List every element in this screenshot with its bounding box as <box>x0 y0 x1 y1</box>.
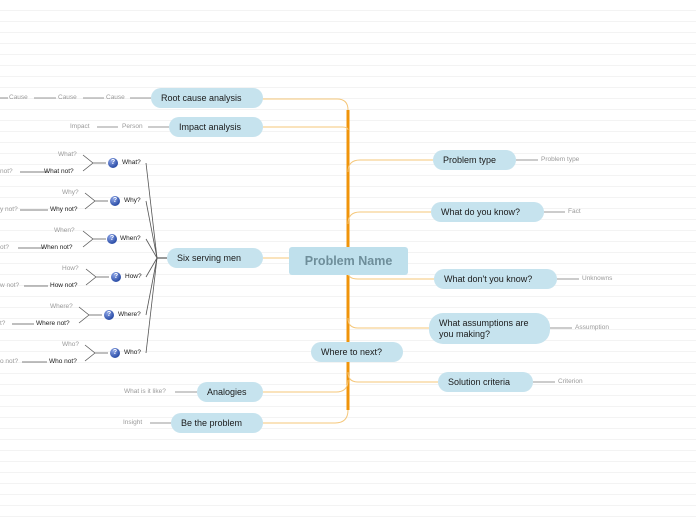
analogies-sub[interactable]: What is it like? <box>124 388 166 395</box>
analogies-node[interactable]: Analogies <box>197 382 263 402</box>
question-neg-clipped[interactable]: not? <box>0 168 13 175</box>
question-label[interactable]: Where? <box>118 311 141 318</box>
where-to-next-node[interactable]: Where to next? <box>311 342 403 362</box>
solution-criteria-node[interactable]: Solution criteria <box>438 372 533 392</box>
insight-sub[interactable]: Insight <box>123 419 143 426</box>
assumption-sub[interactable]: Assumption <box>575 324 609 331</box>
question-pos[interactable]: Where? <box>50 303 73 310</box>
person-sub[interactable]: Person <box>122 123 143 130</box>
cause-sub-1[interactable]: Cause <box>106 94 125 101</box>
what-dont-you-know-node[interactable]: What don't you know? <box>434 269 557 289</box>
cause-sub-2[interactable]: Cause <box>58 94 77 101</box>
question-icon: ? <box>110 196 120 206</box>
cause-sub-3[interactable]: Cause <box>9 94 28 101</box>
be-the-problem-node[interactable]: Be the problem <box>171 413 263 433</box>
question-neg[interactable]: How not? <box>50 282 78 289</box>
question-label[interactable]: When? <box>120 235 141 242</box>
question-neg[interactable]: Why not? <box>50 206 78 213</box>
question-pos[interactable]: When? <box>54 227 75 234</box>
impact-analysis-node[interactable]: Impact analysis <box>169 117 263 137</box>
assumptions-node[interactable]: What assumptions are you making? <box>429 313 550 344</box>
question-neg[interactable]: When not? <box>41 244 73 251</box>
criterion-sub[interactable]: Criterion <box>558 378 583 385</box>
six-serving-men-node[interactable]: Six serving men <box>167 248 263 268</box>
problem-type-sub[interactable]: Problem type <box>541 156 580 163</box>
question-label[interactable]: Why? <box>124 197 141 204</box>
central-topic[interactable]: Problem Name <box>289 247 408 275</box>
question-icon: ? <box>108 158 118 168</box>
question-pos[interactable]: Why? <box>62 189 79 196</box>
question-pos[interactable]: Who? <box>62 341 79 348</box>
question-neg-clipped[interactable]: y not? <box>0 206 18 213</box>
question-pos[interactable]: How? <box>62 265 79 272</box>
question-neg[interactable]: What not? <box>44 168 74 175</box>
unknowns-sub[interactable]: Unknowns <box>582 275 613 282</box>
question-icon: ? <box>104 310 114 320</box>
question-neg-clipped[interactable]: ot? <box>0 244 10 251</box>
fact-sub[interactable]: Fact <box>568 208 581 215</box>
question-icon: ? <box>111 272 121 282</box>
problem-type-node[interactable]: Problem type <box>433 150 516 170</box>
question-neg-clipped[interactable]: o not? <box>0 358 19 365</box>
question-neg[interactable]: Where not? <box>36 320 70 327</box>
root-cause-node[interactable]: Root cause analysis <box>151 88 263 108</box>
question-icon: ? <box>110 348 120 358</box>
question-icon: ? <box>107 234 117 244</box>
question-label[interactable]: What? <box>122 159 141 166</box>
impact-sub[interactable]: Impact <box>70 123 90 130</box>
question-neg-clipped[interactable]: t? <box>0 320 6 327</box>
question-pos[interactable]: What? <box>58 151 77 158</box>
question-label[interactable]: How? <box>125 273 142 280</box>
question-neg[interactable]: Who not? <box>49 358 77 365</box>
question-label[interactable]: Who? <box>124 349 141 356</box>
what-do-you-know-node[interactable]: What do you know? <box>431 202 544 222</box>
question-neg-clipped[interactable]: w not? <box>0 282 20 289</box>
